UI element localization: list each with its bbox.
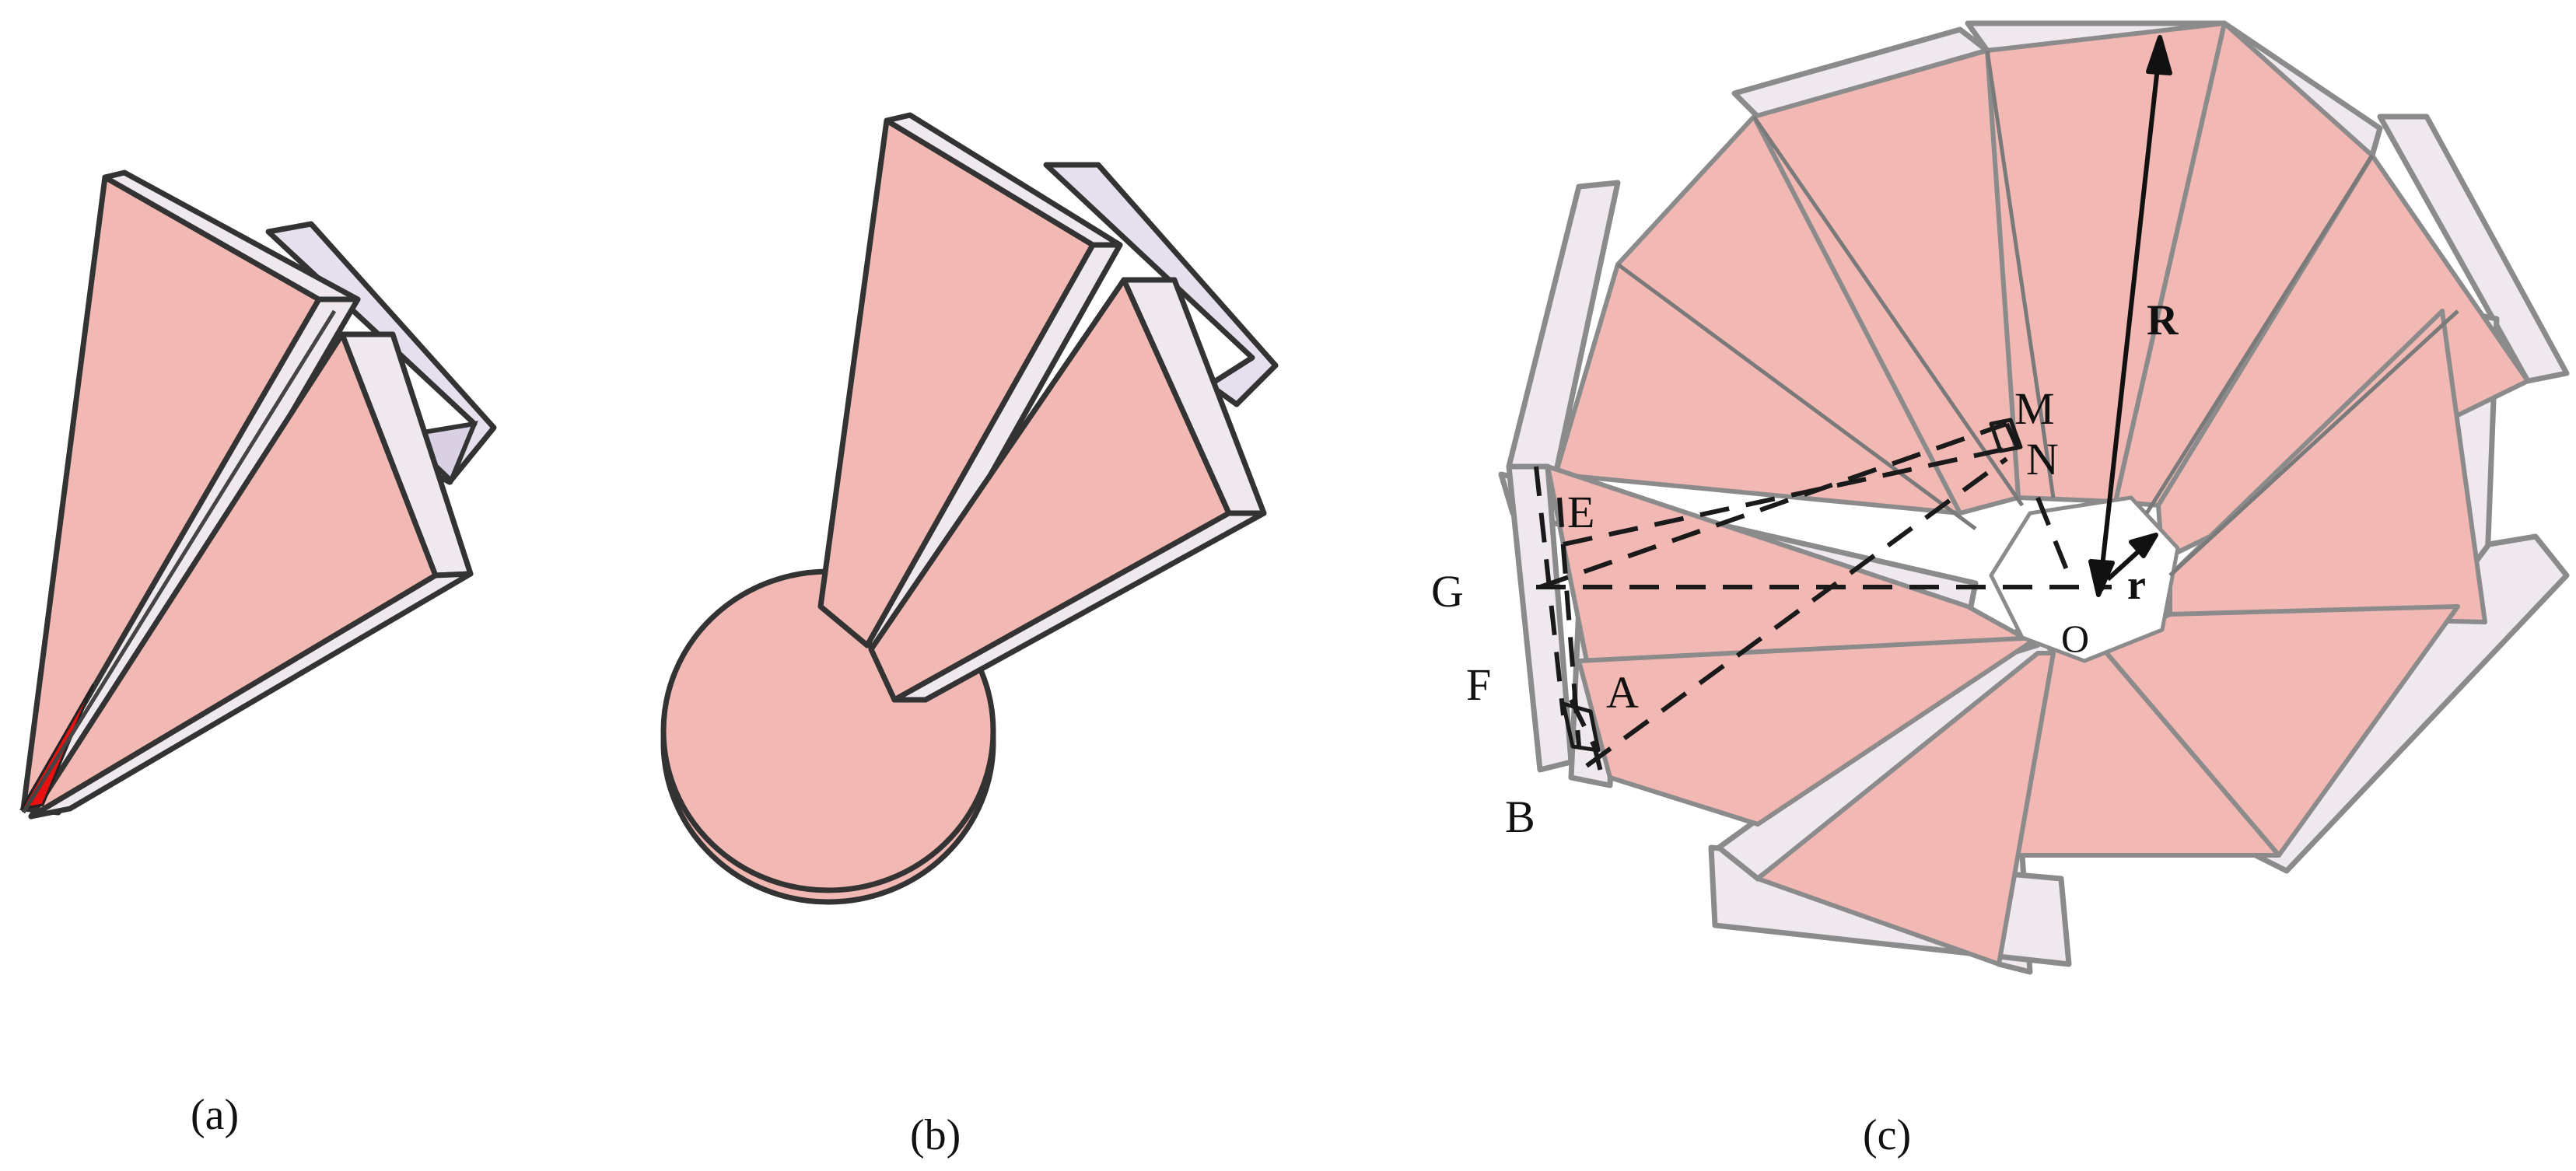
- panel-a: [19, 170, 497, 820]
- panel-b-back-rim: [1043, 162, 1279, 407]
- label-O: O: [2061, 617, 2089, 660]
- panel-a-lower-rim-bottom: [28, 571, 474, 820]
- panel-c-creases: [1616, 50, 2459, 577]
- panel-c-faces: [1545, 21, 2530, 967]
- label-G: G: [1431, 566, 1464, 617]
- label-F: F: [1466, 659, 1491, 710]
- panel-a-crease: [21, 309, 337, 814]
- label-N: N: [2026, 434, 2059, 484]
- panel-c-marker-ab: [1561, 701, 1601, 753]
- label-E: E: [1567, 487, 1594, 537]
- label-M: M: [2014, 383, 2055, 434]
- panel-c-marker-mn: [1989, 418, 2023, 453]
- label-r: r: [2127, 561, 2146, 608]
- label-B: B: [1505, 792, 1535, 842]
- caption-b: (b): [910, 1111, 961, 1159]
- caption-a: (a): [191, 1091, 239, 1139]
- panel-c-R-arrow: [2088, 35, 2172, 597]
- caption-c: (c): [1863, 1111, 1911, 1159]
- panel-b-lower-rim-bottom: [891, 510, 1267, 703]
- label-A: A: [1606, 667, 1639, 718]
- panel-c-hub: [1989, 495, 2180, 663]
- panel-c-dashed-lines: [1534, 421, 2112, 778]
- panel-c: [1498, 20, 2570, 975]
- panel-a-red-highlight: [19, 683, 95, 811]
- label-R: R: [2147, 296, 2179, 344]
- panel-b: [660, 112, 1279, 905]
- center-point-O: [2095, 582, 2105, 592]
- panel-c-r-arrow: [2105, 533, 2158, 582]
